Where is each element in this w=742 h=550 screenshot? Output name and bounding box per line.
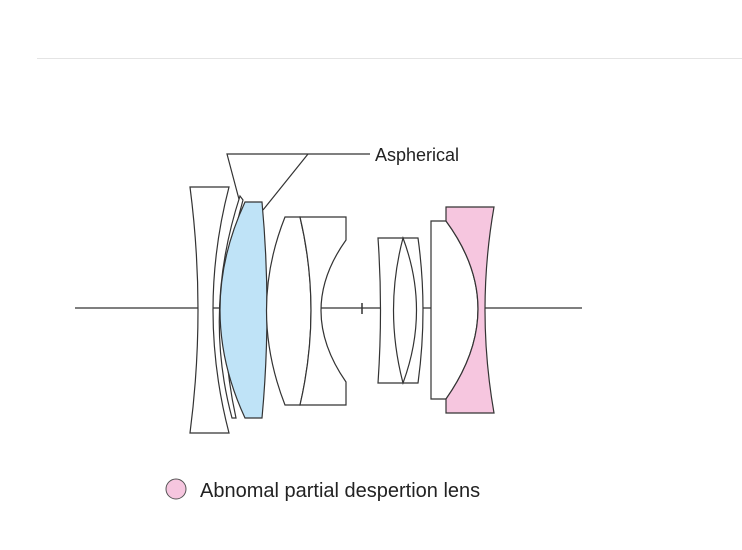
lens-element-4 bbox=[265, 216, 312, 406]
abnormal-dispersion-lens bbox=[445, 206, 495, 414]
aspherical-label: Aspherical bbox=[375, 145, 459, 165]
top-divider bbox=[37, 58, 742, 59]
aspherical-lens bbox=[219, 201, 268, 419]
legend-label: Abnomal partial despertion lens bbox=[200, 480, 480, 502]
lens-element-1 bbox=[189, 186, 230, 434]
aspherical-callout bbox=[226, 153, 370, 211]
lens-element-7 bbox=[392, 236, 418, 386]
lens-element-5 bbox=[299, 216, 347, 406]
legend-swatch-pink bbox=[165, 478, 187, 500]
